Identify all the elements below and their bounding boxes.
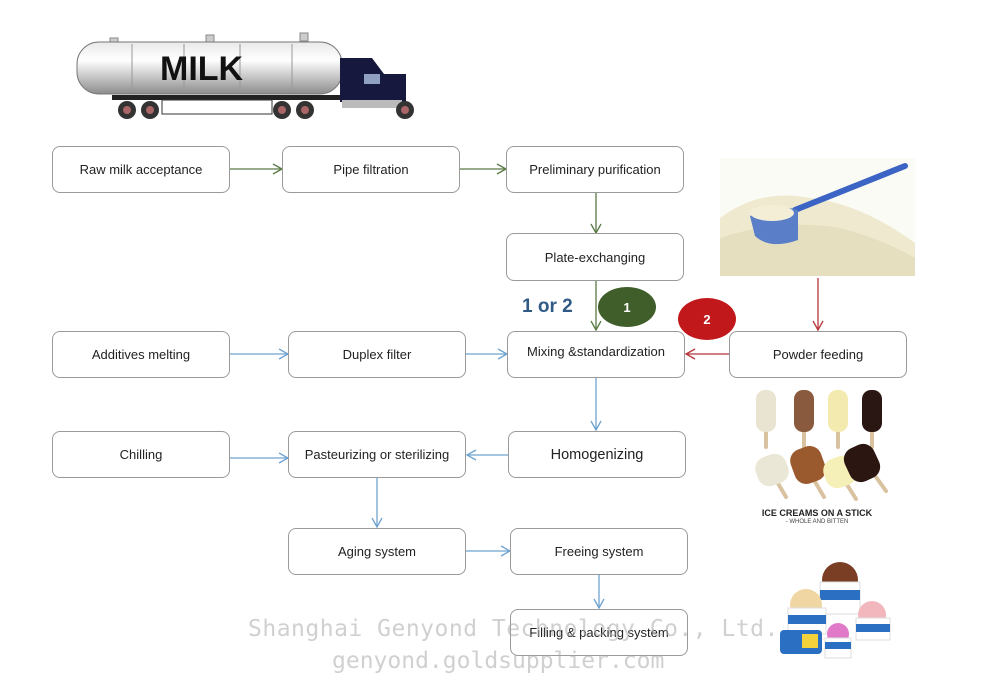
step-duplex-filter: Duplex filter xyxy=(288,331,466,378)
step-label: Filling & packing system xyxy=(529,625,669,640)
step-chilling: Chilling xyxy=(52,431,230,478)
option-label: 1 or 2 xyxy=(522,296,573,317)
step-label: Duplex filter xyxy=(342,347,412,362)
step-label: Freeing system xyxy=(554,544,644,559)
step-freeing-system: Freeing system xyxy=(510,528,688,575)
step-powder-feeding: Powder feeding xyxy=(729,331,907,378)
step-label: Pipe filtration xyxy=(333,162,409,177)
step-aging-system: Aging system xyxy=(288,528,466,575)
step-label: Mixing &standardization xyxy=(526,344,666,359)
option-badge-2: 2 xyxy=(678,298,736,340)
step-preliminary-purification: Preliminary purification xyxy=(506,146,684,193)
step-filling-packing-system: Filling & packing system xyxy=(510,609,688,656)
ice-cream-cups-image xyxy=(780,562,891,659)
step-raw-milk-acceptance: Raw milk acceptance xyxy=(52,146,230,193)
milk-powder-image xyxy=(720,158,915,276)
step-label: Powder feeding xyxy=(772,347,864,362)
step-homogenizing: Homogenizing xyxy=(508,431,686,478)
tank-label: MILK xyxy=(160,50,244,88)
step-label: Raw milk acceptance xyxy=(79,162,203,177)
watermark-url: genyond.goldsupplier.com xyxy=(332,648,665,674)
step-label: Chilling xyxy=(119,447,163,462)
step-additives-melting: Additives melting xyxy=(52,331,230,378)
step-label: Aging system xyxy=(337,544,417,559)
step-label: Homogenizing xyxy=(550,446,644,463)
watermark-company: Shanghai Genyond Technology Co., Ltd. xyxy=(248,616,779,642)
step-mixing-standardization: Mixing &standardization xyxy=(507,331,685,378)
option-badge-1: 1 xyxy=(598,287,656,327)
step-label: Additives melting xyxy=(91,347,191,362)
ice-cream-sticks-image: ICE CREAMS ON A STICK - WHOLE AND BITTEN xyxy=(746,385,888,528)
step-label: Pasteurizing or sterilizing xyxy=(304,447,450,462)
step-label: Plate-exchanging xyxy=(544,249,646,265)
ice-cream-caption: ICE CREAMS ON A STICK xyxy=(761,508,873,518)
ice-cream-subcaption: - WHOLE AND BITTEN xyxy=(785,519,849,525)
step-plate-exchanging: Plate-exchanging xyxy=(506,233,684,281)
step-pasteurizing-sterilizing: Pasteurizing or sterilizing xyxy=(288,431,466,478)
step-label: Preliminary purification xyxy=(529,162,661,177)
milk-truck-image: MILK xyxy=(76,32,414,119)
step-pipe-filtration: Pipe filtration xyxy=(282,146,460,193)
